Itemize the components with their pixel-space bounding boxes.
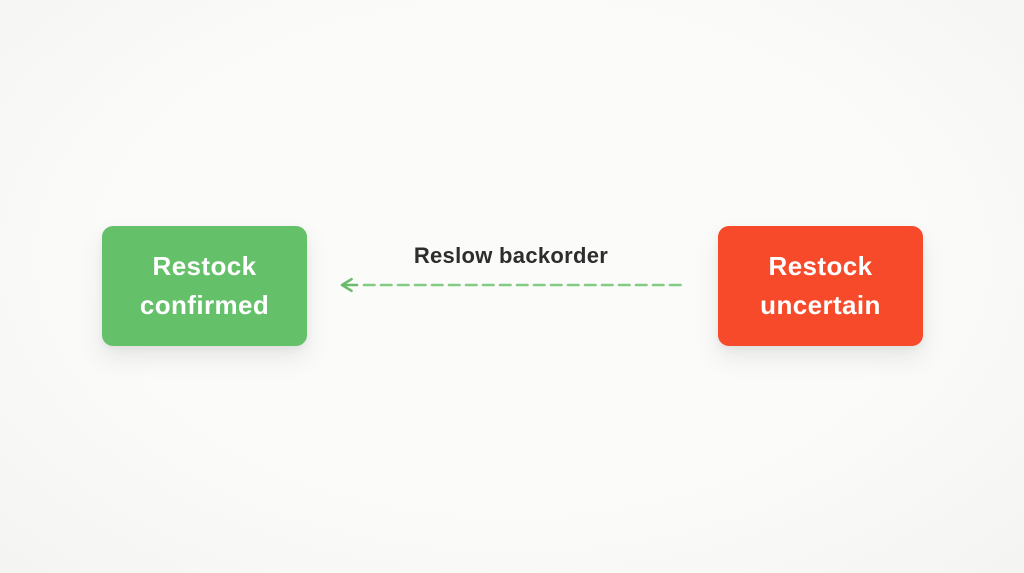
node-restock-confirmed-line1: Restock <box>152 251 257 281</box>
dashed-arrow-left-icon <box>340 278 684 293</box>
node-restock-confirmed: Restock confirmed <box>102 226 307 346</box>
edge-label: Reslow backorder <box>413 243 609 268</box>
node-restock-uncertain-line1: Restock <box>768 251 873 281</box>
edge-reslow-backorder: Reslow backorder <box>338 243 684 294</box>
node-restock-uncertain-line2: uncertain <box>760 290 881 320</box>
node-restock-confirmed-line2: confirmed <box>139 290 270 320</box>
node-restock-uncertain: Restock uncertain <box>718 226 923 346</box>
